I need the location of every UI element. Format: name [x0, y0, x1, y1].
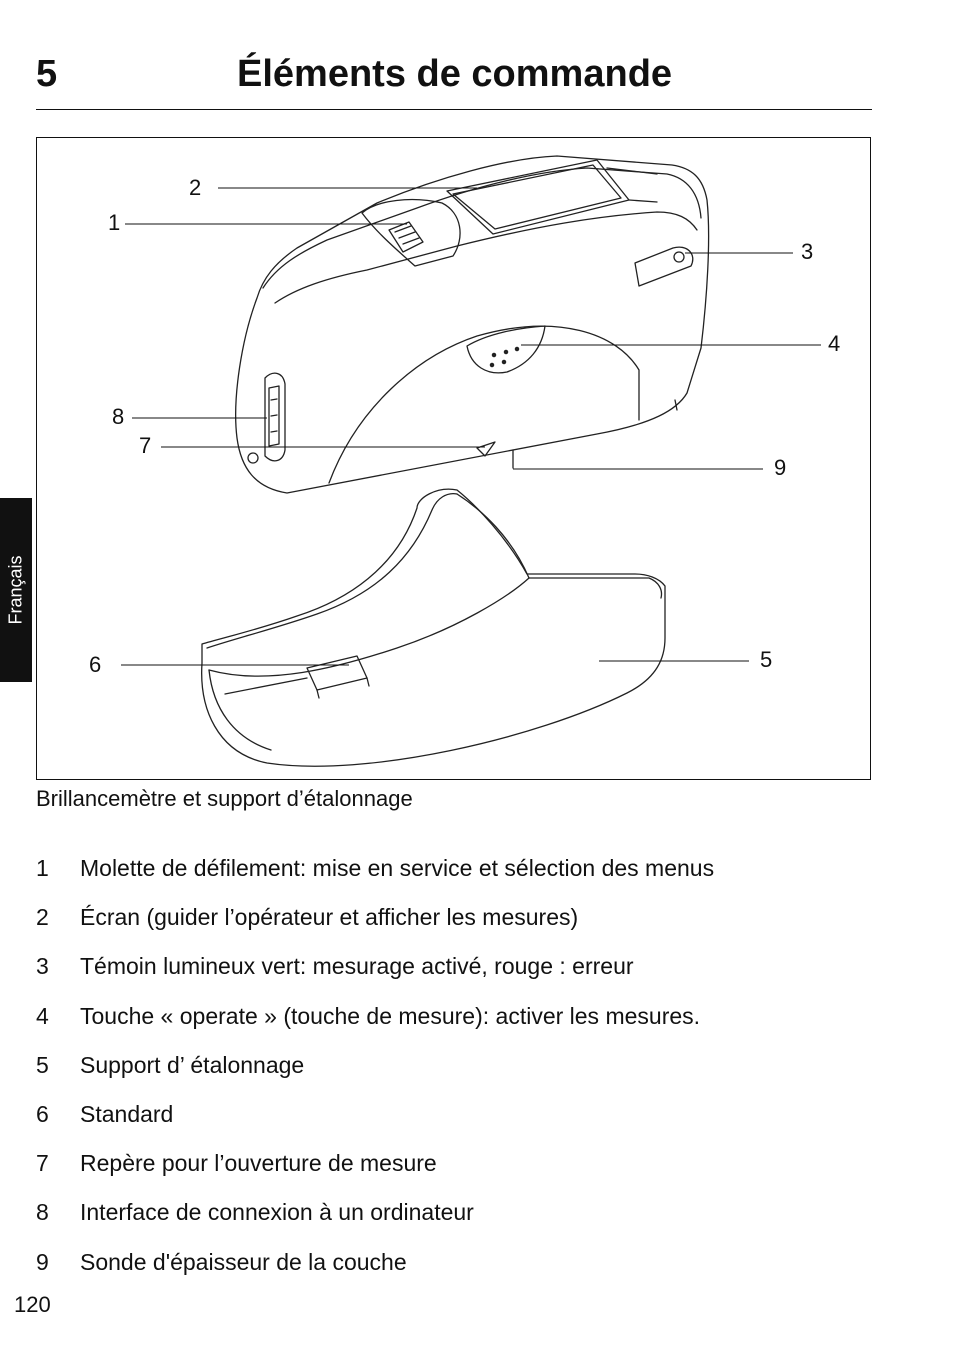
legend-text: Témoin lumineux vert: mesurage activé, r… — [80, 953, 634, 980]
callout-8: 8 — [112, 404, 125, 429]
calibration-holder — [201, 488, 666, 767]
legend-text: Touche « operate » (touche de mesure): a… — [80, 1002, 701, 1029]
scroll-wheel — [388, 221, 424, 253]
list-item: 7 Repère pour l’ouverture de mesure — [36, 1147, 916, 1196]
legend-number: 6 — [36, 1100, 49, 1127]
interface-port — [264, 372, 286, 462]
legend-text: Standard — [80, 1100, 174, 1127]
device-body — [235, 155, 710, 494]
led-indicator — [634, 246, 694, 287]
title-divider — [36, 109, 872, 110]
callout-9: 9 — [774, 455, 787, 480]
page-title: Éléments de commande — [237, 53, 673, 95]
list-item: 8 Interface de connexion à un ordinateur — [36, 1196, 916, 1245]
list-item: 4 Touche « operate » (touche de mesure):… — [36, 1000, 916, 1049]
callout-1: 1 — [108, 210, 121, 235]
callout-4: 4 — [828, 331, 841, 356]
list-item: 3 Témoin lumineux vert: mesurage activé,… — [36, 950, 916, 999]
legend-number: 1 — [36, 855, 49, 881]
scroll-wheel-housing — [361, 198, 461, 267]
language-tab-label: Français — [5, 555, 26, 625]
callout-7: 7 — [139, 433, 152, 458]
aperture-marker — [476, 441, 496, 457]
operate-button — [466, 325, 546, 374]
legend-list: 1 Molette de défilement: mise en service… — [36, 852, 916, 1295]
leader-lines — [121, 187, 821, 666]
figure-caption: Brillancemètre et support d’étalonnage — [36, 786, 413, 811]
list-item: 2 Écran (guider l’opérateur et afficher … — [36, 901, 916, 950]
glossmeter-illustration — [201, 155, 710, 767]
legend-text: Écran (guider l’opérateur et afficher le… — [80, 904, 579, 931]
legend-number: 5 — [36, 1051, 49, 1078]
list-item: 9 Sonde d'épaisseur de la couche — [36, 1246, 916, 1295]
language-tab: Français — [0, 498, 32, 682]
legend-number: 9 — [36, 1248, 49, 1275]
legend-number: 8 — [36, 1199, 49, 1226]
callout-2: 2 — [189, 175, 202, 200]
callout-5: 5 — [760, 647, 773, 672]
callout-6: 6 — [89, 652, 102, 677]
legend-number: 4 — [36, 1002, 49, 1029]
legend-text: Interface de connexion à un ordinateur — [80, 1199, 474, 1226]
legend-number: 7 — [36, 1150, 49, 1177]
legend-number: 3 — [36, 953, 49, 980]
legend-text: Repère pour l’ouverture de mesure — [80, 1150, 437, 1177]
list-item: 6 Standard — [36, 1098, 916, 1147]
page-number: 120 — [14, 1292, 51, 1317]
list-item: 1 Molette de défilement: mise en service… — [36, 852, 916, 901]
chapter-number: 5 — [36, 53, 58, 95]
device-figure: 2 1 3 4 8 7 9 6 5 — [36, 137, 871, 780]
legend-text: Support d’ étalonnage — [80, 1051, 305, 1078]
legend-text: Molette de défilement: mise en service e… — [80, 855, 715, 881]
legend-text: Sonde d'épaisseur de la couche — [80, 1248, 407, 1275]
callout-3: 3 — [801, 239, 814, 264]
list-item: 5 Support d’ étalonnage — [36, 1049, 916, 1098]
legend-number: 2 — [36, 904, 49, 931]
